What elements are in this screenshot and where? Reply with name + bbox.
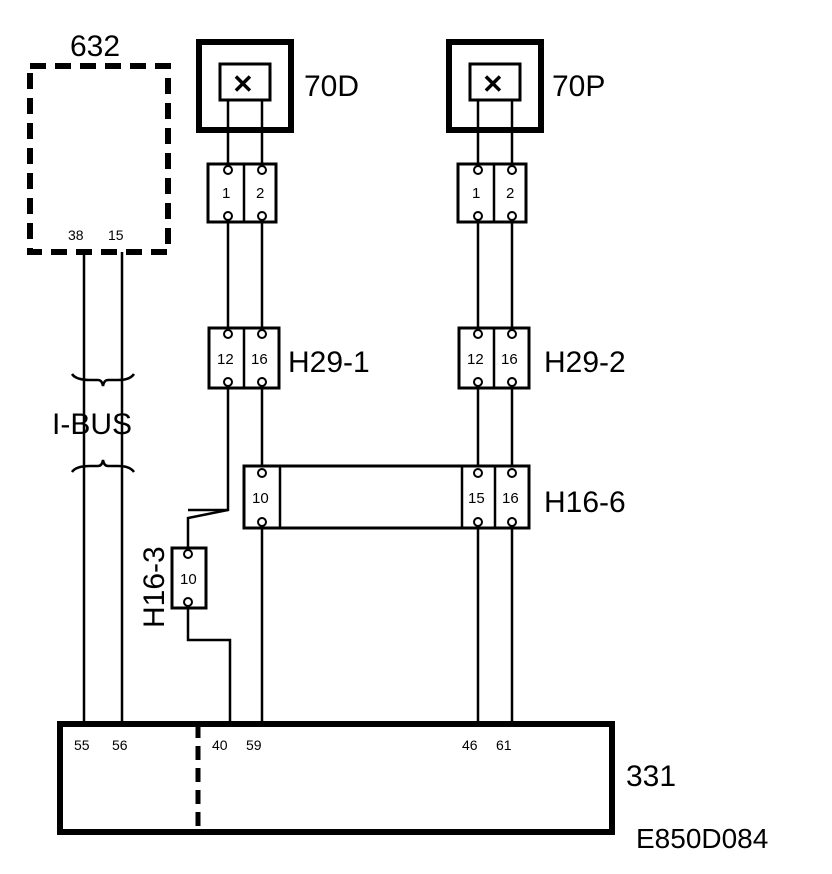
- wire-h163-to-40: [186, 608, 232, 724]
- connector-70p: 1 2: [456, 162, 528, 224]
- connector-h16-3-label: H16-3: [138, 546, 171, 628]
- connector-h16-6-label: H16-6: [544, 486, 626, 519]
- connector-70p-pin-2: 2: [506, 185, 514, 202]
- module-331-label: 331: [626, 760, 676, 793]
- connector-h29-1-pin-12: 12: [217, 351, 234, 368]
- connector-h16-3: 10 H16-3: [138, 546, 208, 628]
- ibus-brace-bottom: [70, 459, 136, 473]
- connector-h16-6-pin-16: 16: [502, 490, 519, 507]
- connector-h29-2-pin-16: 16: [501, 351, 518, 368]
- connector-h29-1-label: H29-1: [288, 346, 370, 379]
- module-331-pin-40: 40: [212, 737, 228, 753]
- module-331-pin-56: 56: [112, 737, 128, 753]
- connector-70d-pin-1: 1: [222, 185, 230, 202]
- connector-h16-6-pin-15: 15: [468, 490, 485, 507]
- module-632-pin-38: 38: [68, 227, 84, 243]
- module-331-pin-59: 59: [246, 737, 262, 753]
- module-331-pin-61: 61: [496, 737, 512, 753]
- component-70d-symbol: ✕: [232, 69, 254, 99]
- component-70d-label: 70D: [304, 70, 359, 103]
- component-70d: ✕ 70D: [196, 39, 359, 133]
- connector-h29-2-pin-12: 12: [467, 351, 484, 368]
- module-331: 55 56 40 59 46 61 331: [57, 721, 676, 835]
- figure-id: E850D084: [636, 823, 768, 854]
- module-632-label: 632: [70, 30, 120, 63]
- module-632: 632 38 15: [27, 30, 171, 255]
- module-632-pin-15: 15: [108, 227, 124, 243]
- connector-70p-pin-1: 1: [472, 185, 480, 202]
- connector-70d: 1 2: [206, 162, 278, 224]
- connector-h29-2: 12 16 H29-2: [457, 326, 626, 390]
- connector-h16-6-pin-10: 10: [252, 490, 269, 507]
- connector-h29-1-pin-16: 16: [251, 351, 268, 368]
- component-70p-symbol: ✕: [482, 69, 504, 99]
- module-331-pin-55: 55: [74, 737, 90, 753]
- connector-h16-3-pin-10: 10: [180, 571, 197, 588]
- connector-h29-2-label: H29-2: [544, 346, 626, 379]
- ibus-brace-top: [70, 373, 136, 387]
- connector-70d-pin-2: 2: [256, 185, 264, 202]
- connector-h29-1: 12 16 H29-1: [207, 326, 370, 390]
- component-70p: ✕ 70P: [446, 39, 605, 133]
- module-331-pin-46: 46: [462, 737, 478, 753]
- ibus-label: I-BUS: [52, 408, 132, 441]
- component-70p-label: 70P: [552, 70, 605, 103]
- ibus-brace: I-BUS: [52, 373, 136, 473]
- connector-h16-6: 10 15 16 H16-6: [242, 464, 626, 530]
